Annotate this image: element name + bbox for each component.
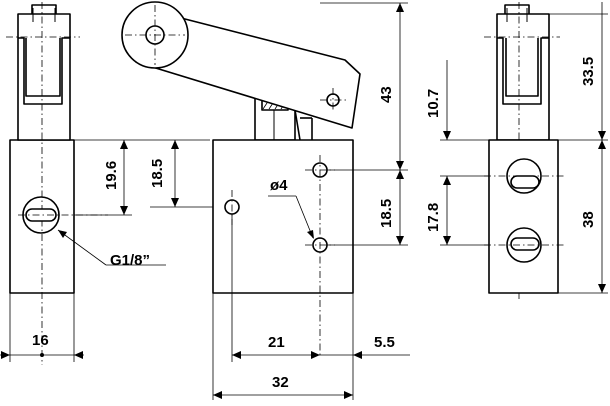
dim-body-height: 38 bbox=[580, 211, 597, 228]
front-view: ø4 18.5 43 21 5.5 32 bbox=[121, 1, 410, 400]
port-height-dims: 19.6 18.5 bbox=[74, 139, 232, 216]
dim-lever-top: 10.7 bbox=[425, 89, 442, 118]
dim-hole-height: 18.5 bbox=[149, 159, 166, 188]
dim-right-height: 33.5 bbox=[580, 57, 597, 86]
dim-left-width: 16 bbox=[32, 332, 49, 349]
front-view-body bbox=[212, 139, 354, 294]
dim-body-width: 32 bbox=[272, 374, 289, 391]
dim-port-spacing: 17.8 bbox=[425, 203, 442, 232]
left-side-view: G1/8” 16 bbox=[0, 2, 166, 365]
right-view-body bbox=[488, 139, 559, 294]
dim-hole-spacing: 18.5 bbox=[378, 199, 395, 228]
hole-diameter-label: ø4 bbox=[270, 177, 288, 194]
mounting-holes bbox=[224, 155, 335, 355]
thread-size-label: G1/8” bbox=[110, 252, 150, 269]
dim-hole-offset: 5.5 bbox=[374, 334, 395, 351]
left-view-port bbox=[18, 196, 108, 234]
dim-port-height: 19.6 bbox=[103, 161, 120, 190]
dim-lever-height: 43 bbox=[378, 86, 395, 103]
right-side-view: 10.7 17.8 33.5 38 bbox=[425, 2, 608, 300]
right-view-ports bbox=[484, 158, 565, 263]
dim-hole-x: 21 bbox=[268, 334, 285, 351]
roller-wheel bbox=[121, 1, 189, 69]
